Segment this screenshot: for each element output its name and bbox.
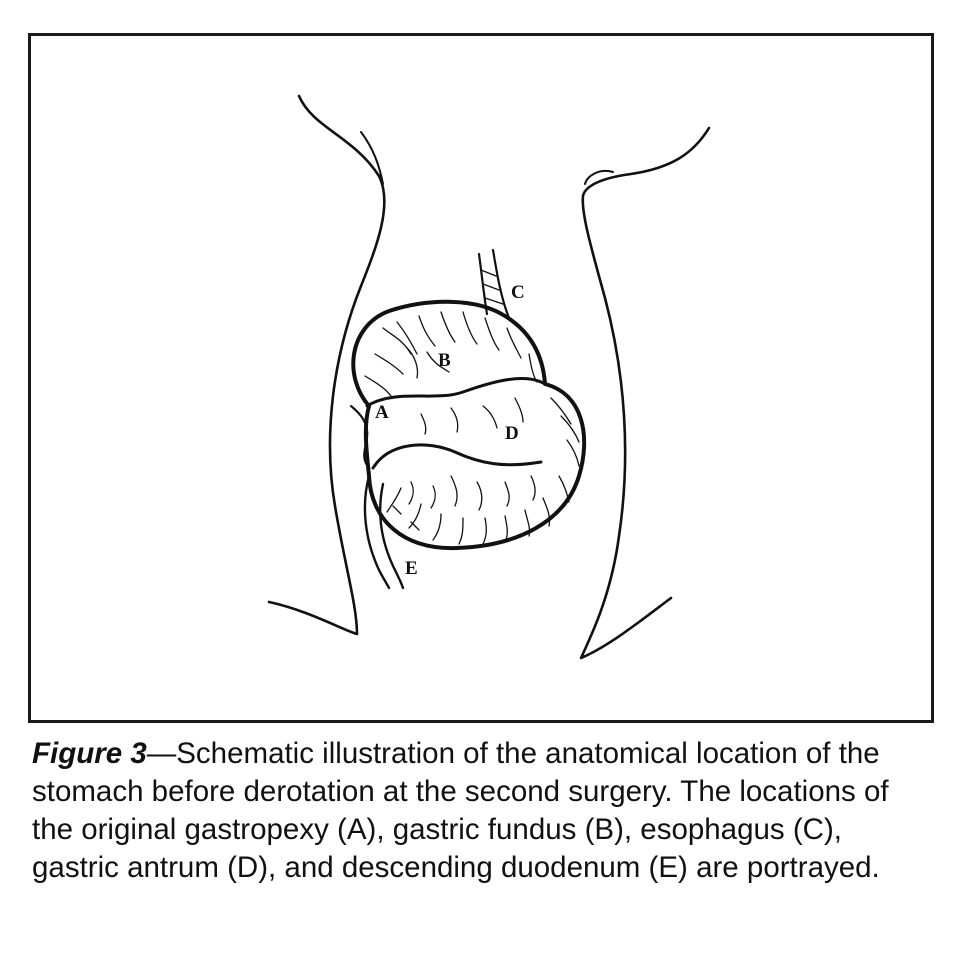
label-gastric-antrum: D [505, 423, 519, 444]
caption-text: —Schematic illustration of the anatomica… [32, 737, 889, 884]
descending-duodenum [363, 474, 405, 590]
right-body-wall [579, 126, 711, 660]
left-body-wall-inner [360, 131, 384, 185]
gastropexy-site [349, 404, 371, 470]
figure-frame: A B C D E [28, 33, 934, 723]
label-esophagus: C [511, 282, 525, 303]
label-gastric-fundus: B [438, 350, 451, 371]
figure-caption: Figure 3—Schematic illustration of the a… [32, 735, 937, 887]
stomach-fold [365, 377, 547, 408]
caption-figure-number: Figure 3 [32, 737, 147, 770]
label-descending-duodenum: E [405, 558, 418, 579]
left-body-wall [267, 94, 386, 636]
stomach-illustration: A B C D E [267, 94, 711, 660]
right-body-wall-inner [584, 170, 614, 185]
label-gastropexy: A [375, 402, 389, 423]
